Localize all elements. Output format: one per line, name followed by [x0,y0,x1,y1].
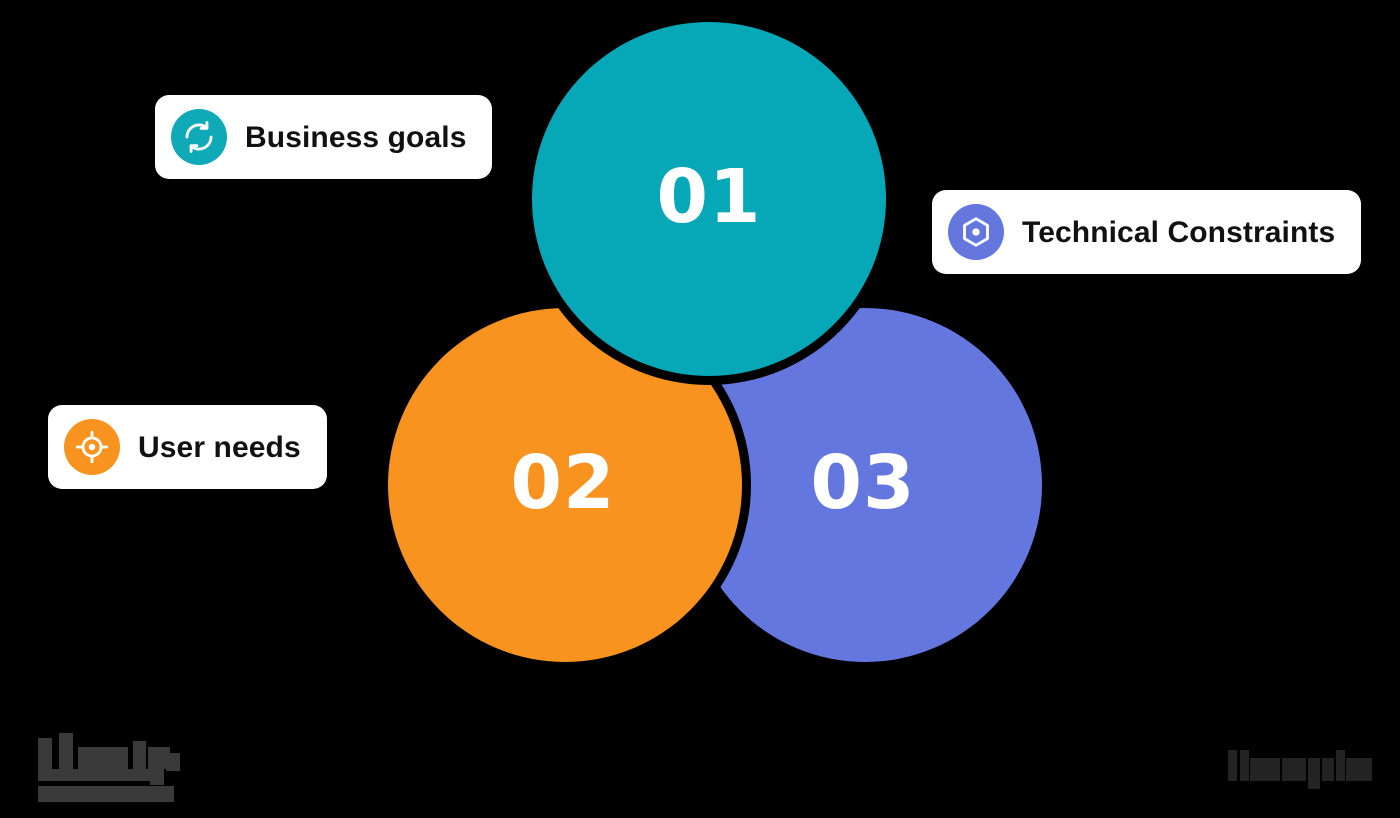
circle-01-number: 01 [656,154,762,240]
label-card-technical-constraints-text: Technical Constraints [1022,215,1336,249]
label-card-user-needs[interactable]: User needs [48,405,327,489]
watermark-right-glyphs [1228,750,1372,789]
label-card-business-goals-text: Business goals [245,120,467,154]
label-card-technical-constraints[interactable]: Technical Constraints [932,190,1362,274]
watermark-left [38,733,208,808]
circle-02-number: 02 [510,440,616,526]
refresh-icon [171,109,227,165]
watermark-left-glyphs [38,733,180,802]
label-card-business-goals[interactable]: Business goals [155,95,493,179]
target-icon [64,419,120,475]
hexagon-dot-icon [948,204,1004,260]
label-card-user-needs-text: User needs [138,430,301,464]
watermark-right [1228,750,1376,797]
circle-03-number: 03 [810,440,916,526]
circle-01-business-goals[interactable]: 01 [532,22,886,376]
